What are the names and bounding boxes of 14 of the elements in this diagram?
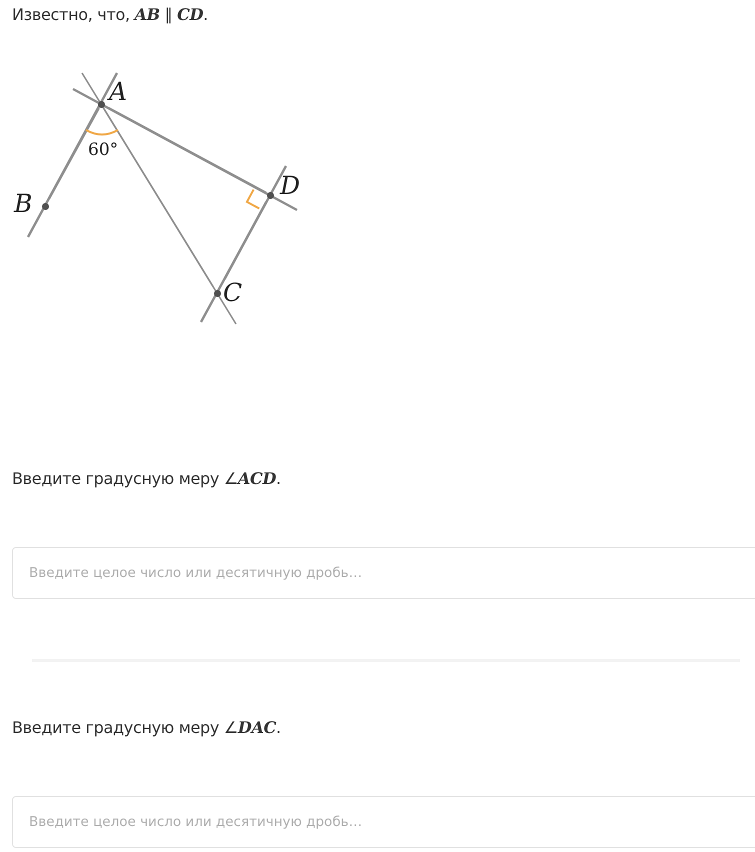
point-label: D [280, 172, 300, 200]
question-text: Введите градусную меру ∠ACD. [12, 469, 281, 488]
question-text: Введите градусную меру ∠DAC. [12, 718, 281, 737]
input-field: Введите целое число или десятичную дробь… [12, 796, 755, 848]
line-segment [102, 108, 214, 287]
point-label: A [109, 78, 128, 106]
line-segment [48, 107, 100, 200]
statement-text: Известно, что, AB ∥ CD. [12, 5, 208, 24]
angle-label: 60° [88, 139, 118, 161]
input-field: Введите целое число или десятичную дробь… [12, 547, 755, 599]
point-label: C [223, 279, 242, 307]
line-segment [108, 106, 267, 194]
point-label: B [14, 190, 32, 218]
line-segment [224, 201, 268, 280]
